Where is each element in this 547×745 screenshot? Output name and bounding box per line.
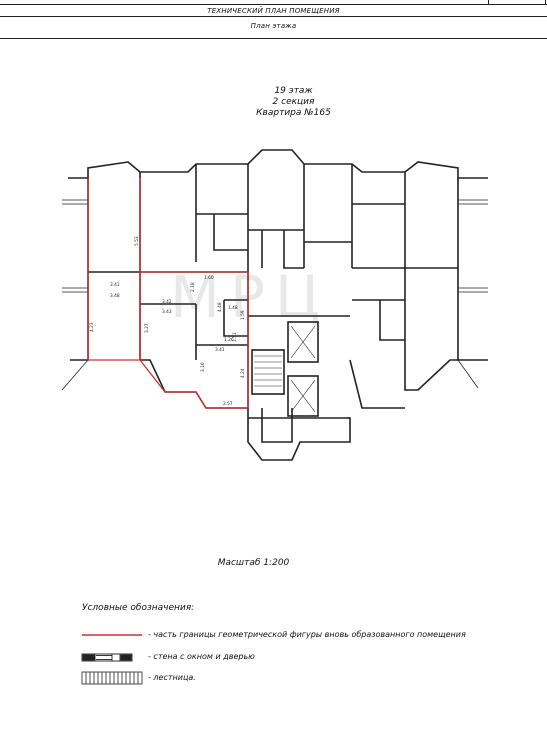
legend-item-boundary: - часть границы геометрической фигуры вн…: [148, 630, 466, 639]
dim-label: 4.23: [89, 322, 95, 332]
dim-label: 1.26: [224, 337, 234, 343]
apartment-label: Квартира №165: [256, 108, 331, 118]
dim-label: 3.43: [162, 309, 172, 315]
dim-label: 3.48: [110, 293, 120, 299]
watermark: МРЦ: [170, 263, 331, 331]
dim-label: 3.16: [200, 362, 206, 372]
window-lines: [61, 199, 488, 391]
dim-label: 3.41: [110, 282, 120, 288]
floor-label: 19 этаж: [274, 86, 313, 96]
document-subtitle: План этажа: [250, 22, 297, 30]
dim-label: 1.48: [228, 305, 238, 311]
building-walls: [68, 149, 488, 461]
dim-label: 3.41: [215, 347, 225, 353]
apartment-boundary: [87, 178, 249, 409]
dim-label: 1.51: [232, 332, 238, 342]
stairs-hatch: [254, 325, 316, 413]
legend-item-wall: - стена с окном и дверью: [148, 652, 255, 661]
document-title: ТЕХНИЧЕСКИЙ ПЛАН ПОМЕЩЕНИЯ: [207, 7, 340, 15]
dim-label: 1.59: [240, 310, 246, 320]
dim-label: 2.18: [190, 282, 196, 292]
header-divider: [0, 16, 547, 17]
stairs-icon: [81, 671, 143, 685]
section-label: 2 секция: [272, 97, 315, 107]
dim-label: 5.53: [134, 236, 140, 246]
wall-window-door-icon: [81, 653, 133, 662]
dim-label: 2.57: [223, 401, 233, 407]
dim-label: 3.42: [162, 299, 172, 305]
legend-title: Условные обозначения:: [82, 603, 195, 613]
dim-label: 4.48: [217, 302, 223, 312]
dimension-labels: 5.53 3.41 3.48 4.23 2.18 1.60 3.42 3.43 …: [89, 236, 246, 407]
dim-label: 4.24: [240, 368, 246, 378]
dim-label: 3.27: [144, 323, 150, 333]
corner-tick: [545, 0, 546, 5]
dim-label: 1.60: [204, 275, 214, 281]
scale-label: Масштаб 1:200: [217, 558, 290, 568]
corner-tick: [488, 0, 489, 5]
header-frame: [0, 4, 547, 39]
legend-item-stairs: - лестница.: [148, 673, 196, 682]
